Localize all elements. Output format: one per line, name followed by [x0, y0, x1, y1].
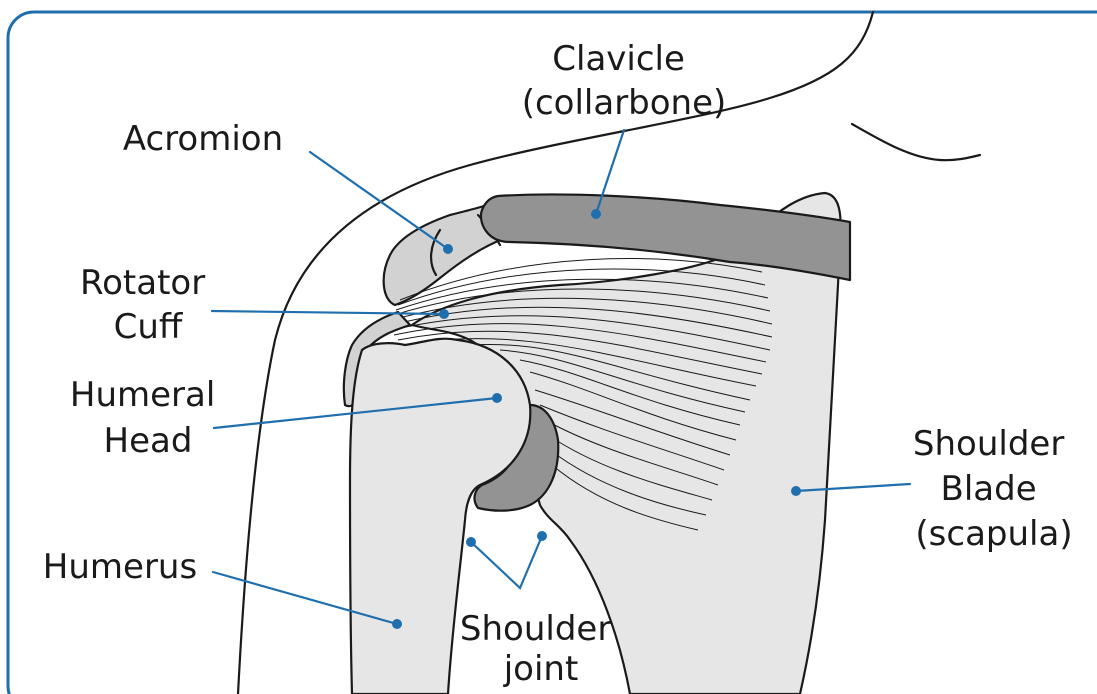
acromion-label-line1: Acromion [123, 119, 283, 159]
rotator-cuff-leader [212, 311, 444, 314]
shoulder-joint-label-line2: joint [503, 649, 579, 689]
rotator-cuff-label-line1: Rotator [80, 263, 205, 303]
humeral-head-label-line2: Head [104, 421, 193, 461]
humerus-label: Humerus [43, 547, 197, 587]
humerus-label-line1: Humerus [43, 547, 197, 587]
clavicle-label-line1: Clavicle [552, 39, 685, 79]
acromion-leader [310, 152, 448, 249]
humerus-dot [392, 619, 402, 629]
shoulder-blade-label-line1: Shoulder [913, 424, 1064, 464]
shoulder-joint-dot-right [537, 531, 547, 541]
shoulder-blade-label-line2: Blade [941, 469, 1037, 509]
neck-outline [852, 124, 980, 160]
clavicle-label-line2: (collarbone) [522, 83, 727, 123]
acromion-label: Acromion [123, 119, 283, 159]
shoulder-joint-label: Shoulder joint [460, 609, 622, 689]
shoulder-joint-label-line1: Shoulder [460, 609, 611, 649]
humeral-head-dot [492, 393, 502, 403]
humeral-head-label: Humeral Head [70, 375, 226, 461]
humeral-head-label-line1: Humeral [70, 375, 215, 415]
shoulder-joint-leader [471, 536, 542, 588]
rotator-cuff-label-line2: Cuff [114, 307, 184, 347]
rotator-cuff-label: Rotator Cuff [80, 263, 216, 347]
shoulder-joint-dot-left [466, 537, 476, 547]
clavicle-dot [591, 209, 601, 219]
acromion-dot [443, 244, 453, 254]
shoulder-blade-dot [791, 486, 801, 496]
shoulder-blade-label: Shoulder Blade (scapula) [913, 424, 1075, 554]
rotator-cuff-dot [439, 309, 449, 319]
shoulder-blade-label-line3: (scapula) [915, 514, 1072, 554]
clavicle-label: Clavicle (collarbone) [522, 39, 727, 123]
